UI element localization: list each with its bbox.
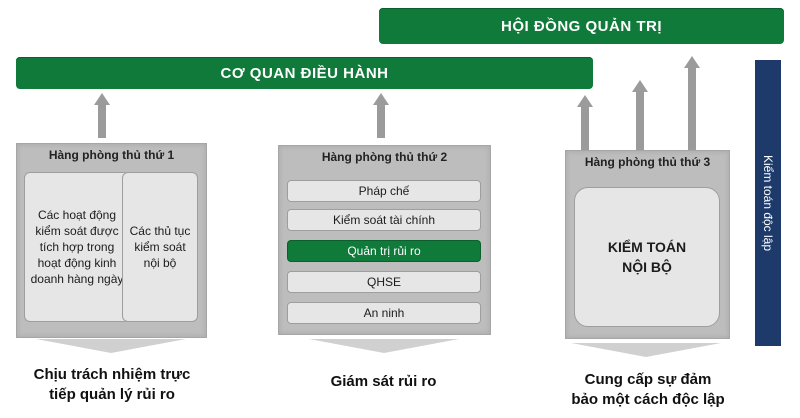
internal-audit-label-1: KIỂM TOÁN — [607, 239, 687, 255]
security-item: An ninh — [287, 302, 481, 324]
first-line-internal-procedures-box: Các thủ tục kiểm soát nội bộ — [122, 172, 198, 322]
second-line-title: Hàng phòng thủ thứ 2 — [321, 150, 448, 164]
board-of-directors-bar: HỘI ĐỒNG QUẢN TRỊ — [379, 8, 784, 44]
second-line-pointer — [309, 339, 459, 353]
third-line-pointer — [571, 343, 721, 357]
independent-audit-label: Kiểm toán độc lập — [761, 154, 775, 252]
board-of-directors-label: HỘI ĐỒNG QUẢN TRỊ — [501, 17, 662, 35]
executive-body-label: CƠ QUAN ĐIỀU HÀNH — [220, 64, 389, 82]
third-line-of-defense-panel: Hàng phòng thủ thứ 3 KIỂM TOÁN NỘI BỘ — [565, 150, 730, 339]
independent-audit-bar — [755, 60, 781, 346]
first-line-business-controls-box: Các hoạt động kiểm soát được tích hợp tr… — [24, 172, 130, 322]
legal-item: Pháp chế — [287, 180, 481, 202]
first-line-business-controls-text: Các hoạt động kiểm soát được tích hợp tr… — [30, 208, 124, 286]
first-line-caption-2: tiếp quản lý rủi ro — [49, 386, 175, 403]
risk-management-item: Quản trị rủi ro — [287, 240, 481, 262]
first-line-caption-1: Chịu trách nhiệm trực — [33, 366, 191, 383]
first-line-title: Hàng phòng thủ thứ 1 — [48, 148, 175, 162]
first-line-pointer — [36, 339, 186, 353]
third-line-caption-2: bảo một cách độc lập — [571, 391, 725, 408]
qhse-item: QHSE — [287, 271, 481, 293]
second-line-caption: Giám sát rủi ro — [330, 373, 437, 390]
financial-control-item: Kiểm soát tài chính — [287, 209, 481, 231]
third-line-caption-1: Cung cấp sự đảm — [584, 371, 712, 388]
third-line-caption: Cung cấp sự đảm bảo một cách độc lập — [548, 370, 748, 410]
third-line-title: Hàng phòng thủ thứ 3 — [584, 155, 711, 169]
first-line-of-defense-panel: Hàng phòng thủ thứ 1 Các hoạt động kiểm … — [16, 143, 207, 338]
executive-body-bar: CƠ QUAN ĐIỀU HÀNH — [16, 57, 593, 89]
first-line-caption: Chịu trách nhiệm trực tiếp quản lý rủi r… — [6, 365, 218, 405]
internal-audit-box: KIỂM TOÁN NỘI BỘ — [574, 187, 720, 327]
internal-audit-label-2: NỘI BỘ — [622, 259, 672, 275]
second-line-of-defense-panel: Hàng phòng thủ thứ 2 Pháp chế Kiểm soát … — [278, 145, 491, 335]
first-line-internal-procedures-text: Các thủ tục kiểm soát nội bộ — [129, 224, 191, 270]
